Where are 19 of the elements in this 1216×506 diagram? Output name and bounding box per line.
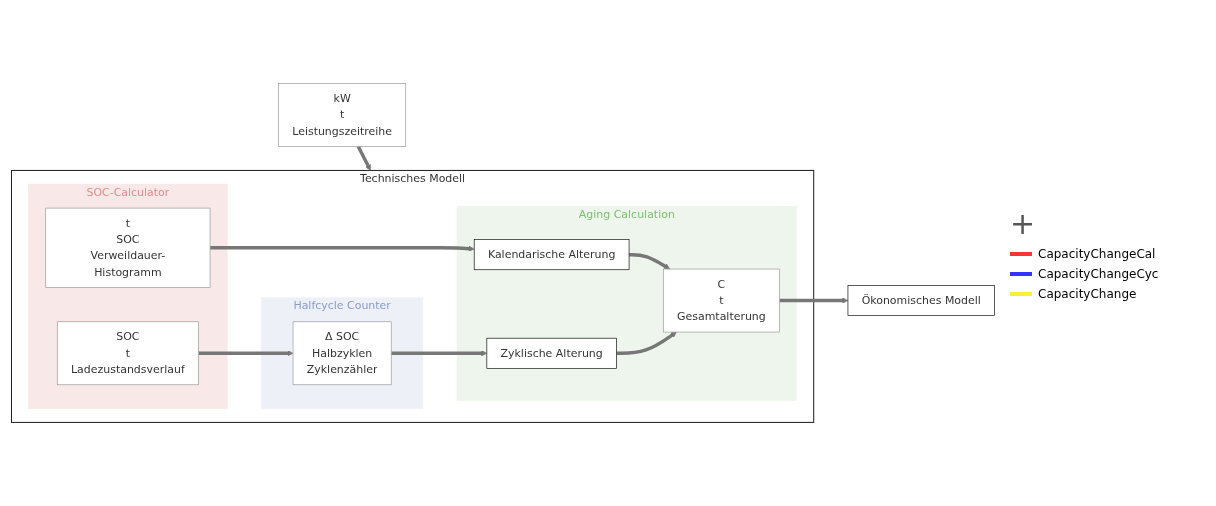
arrow xyxy=(356,145,371,171)
arrow xyxy=(210,245,475,252)
node-box: Kalendarische Alterung xyxy=(473,239,630,271)
node-box: kW t Leistungszeitreihe xyxy=(278,83,407,147)
legend-text: CapacityChangeCyc xyxy=(1038,266,1159,281)
node-box: t SOC Verweildauer-Histogramm xyxy=(45,207,211,288)
legend-text: CapacityChange xyxy=(1038,286,1137,301)
plus-sign: + xyxy=(1010,205,1037,241)
arrow xyxy=(616,331,677,356)
node-box: C t Gesamtalterung xyxy=(662,268,780,333)
node-box: Zyklische Alterung xyxy=(486,337,617,369)
legend-text: CapacityChangeCal xyxy=(1038,246,1156,261)
arrow xyxy=(779,297,849,304)
arrow xyxy=(391,350,488,357)
node-box: Ökonomisches Modell xyxy=(847,285,995,316)
node-box: Δ SOC Halbzyklen Zyklenzähler xyxy=(292,321,392,386)
arrow xyxy=(629,253,671,270)
node-box: SOC t Ladezustandsverlauf xyxy=(56,321,199,386)
arrow xyxy=(198,350,294,357)
